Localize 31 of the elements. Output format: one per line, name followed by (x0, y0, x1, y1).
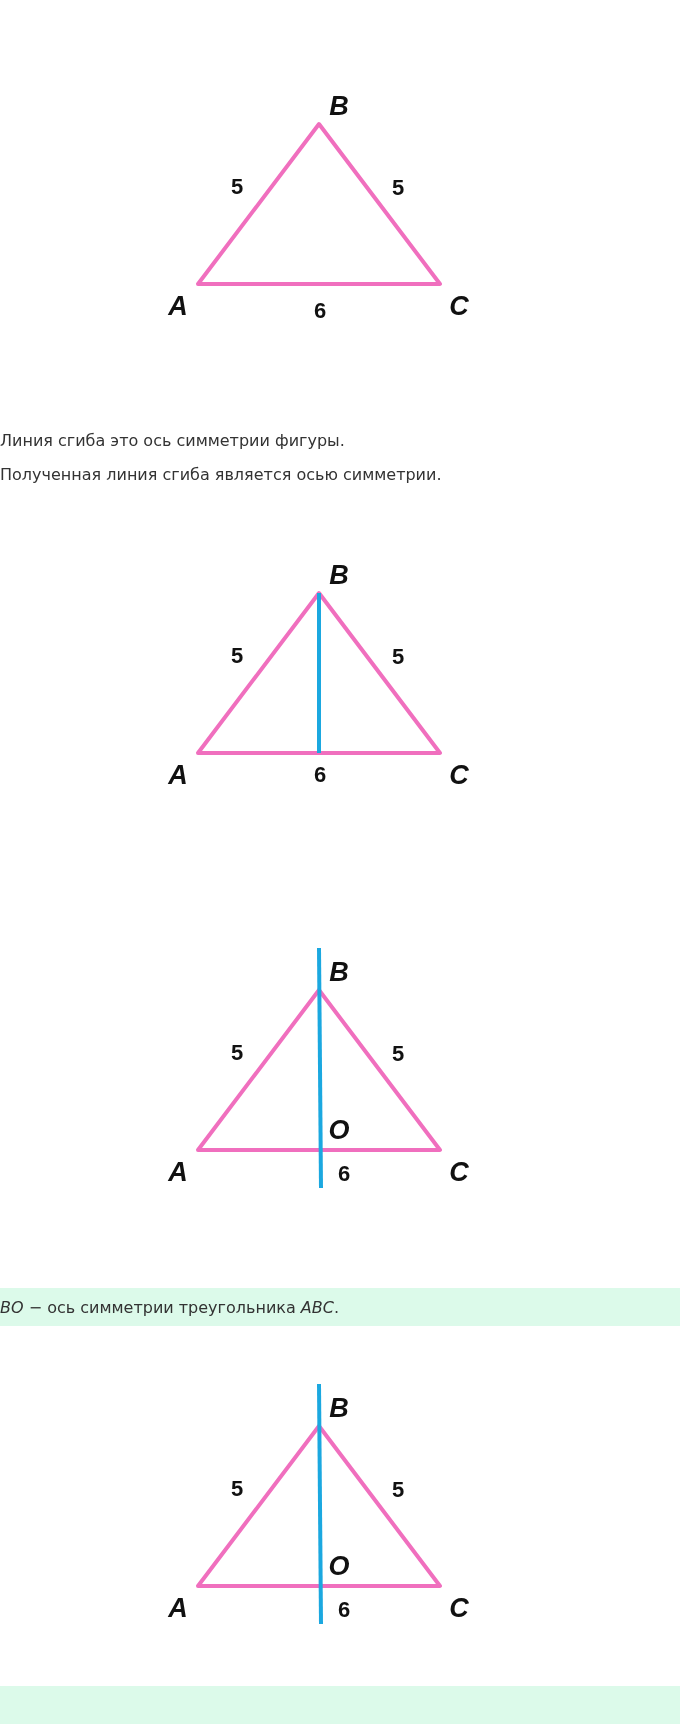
side-length: 6 (313, 762, 327, 788)
side-length: 6 (337, 1597, 351, 1623)
explanation-text: Полученная линия сгиба является осью симметрии. (0, 465, 442, 484)
side-length: 5 (230, 643, 244, 669)
vertex-label: O (328, 1114, 350, 1146)
side-length: 5 (391, 1041, 405, 1067)
side-length: 5 (230, 1476, 244, 1502)
vertex-label: B (329, 956, 349, 988)
highlight-band (0, 1288, 680, 1326)
vertex-label: C (449, 759, 469, 791)
side-length: 6 (337, 1161, 351, 1187)
vertex-label: O (328, 1550, 350, 1582)
side-length: 5 (391, 1477, 405, 1503)
empty-band (0, 1686, 680, 1724)
vertex-label: A (168, 290, 188, 322)
vertex-label: C (449, 1156, 469, 1188)
side-length: 5 (230, 1040, 244, 1066)
vertex-label: B (329, 90, 349, 122)
vertex-label: B (329, 1392, 349, 1424)
conclusion-text: BO − ось симметрии треугольника ABC. (0, 1297, 340, 1317)
side-length: 5 (391, 644, 405, 670)
vertex-label: C (449, 290, 469, 322)
vertex-label: A (168, 1592, 188, 1624)
explanation-text: Линия сгиба это ось симметрии фигуры. (0, 431, 345, 450)
vertex-label: A (168, 759, 188, 791)
vertex-label: C (449, 1592, 469, 1624)
side-length: 5 (230, 174, 244, 200)
side-length: 5 (391, 175, 405, 201)
side-length: 6 (313, 298, 327, 324)
vertex-label: B (329, 559, 349, 591)
vertex-label: A (168, 1156, 188, 1188)
